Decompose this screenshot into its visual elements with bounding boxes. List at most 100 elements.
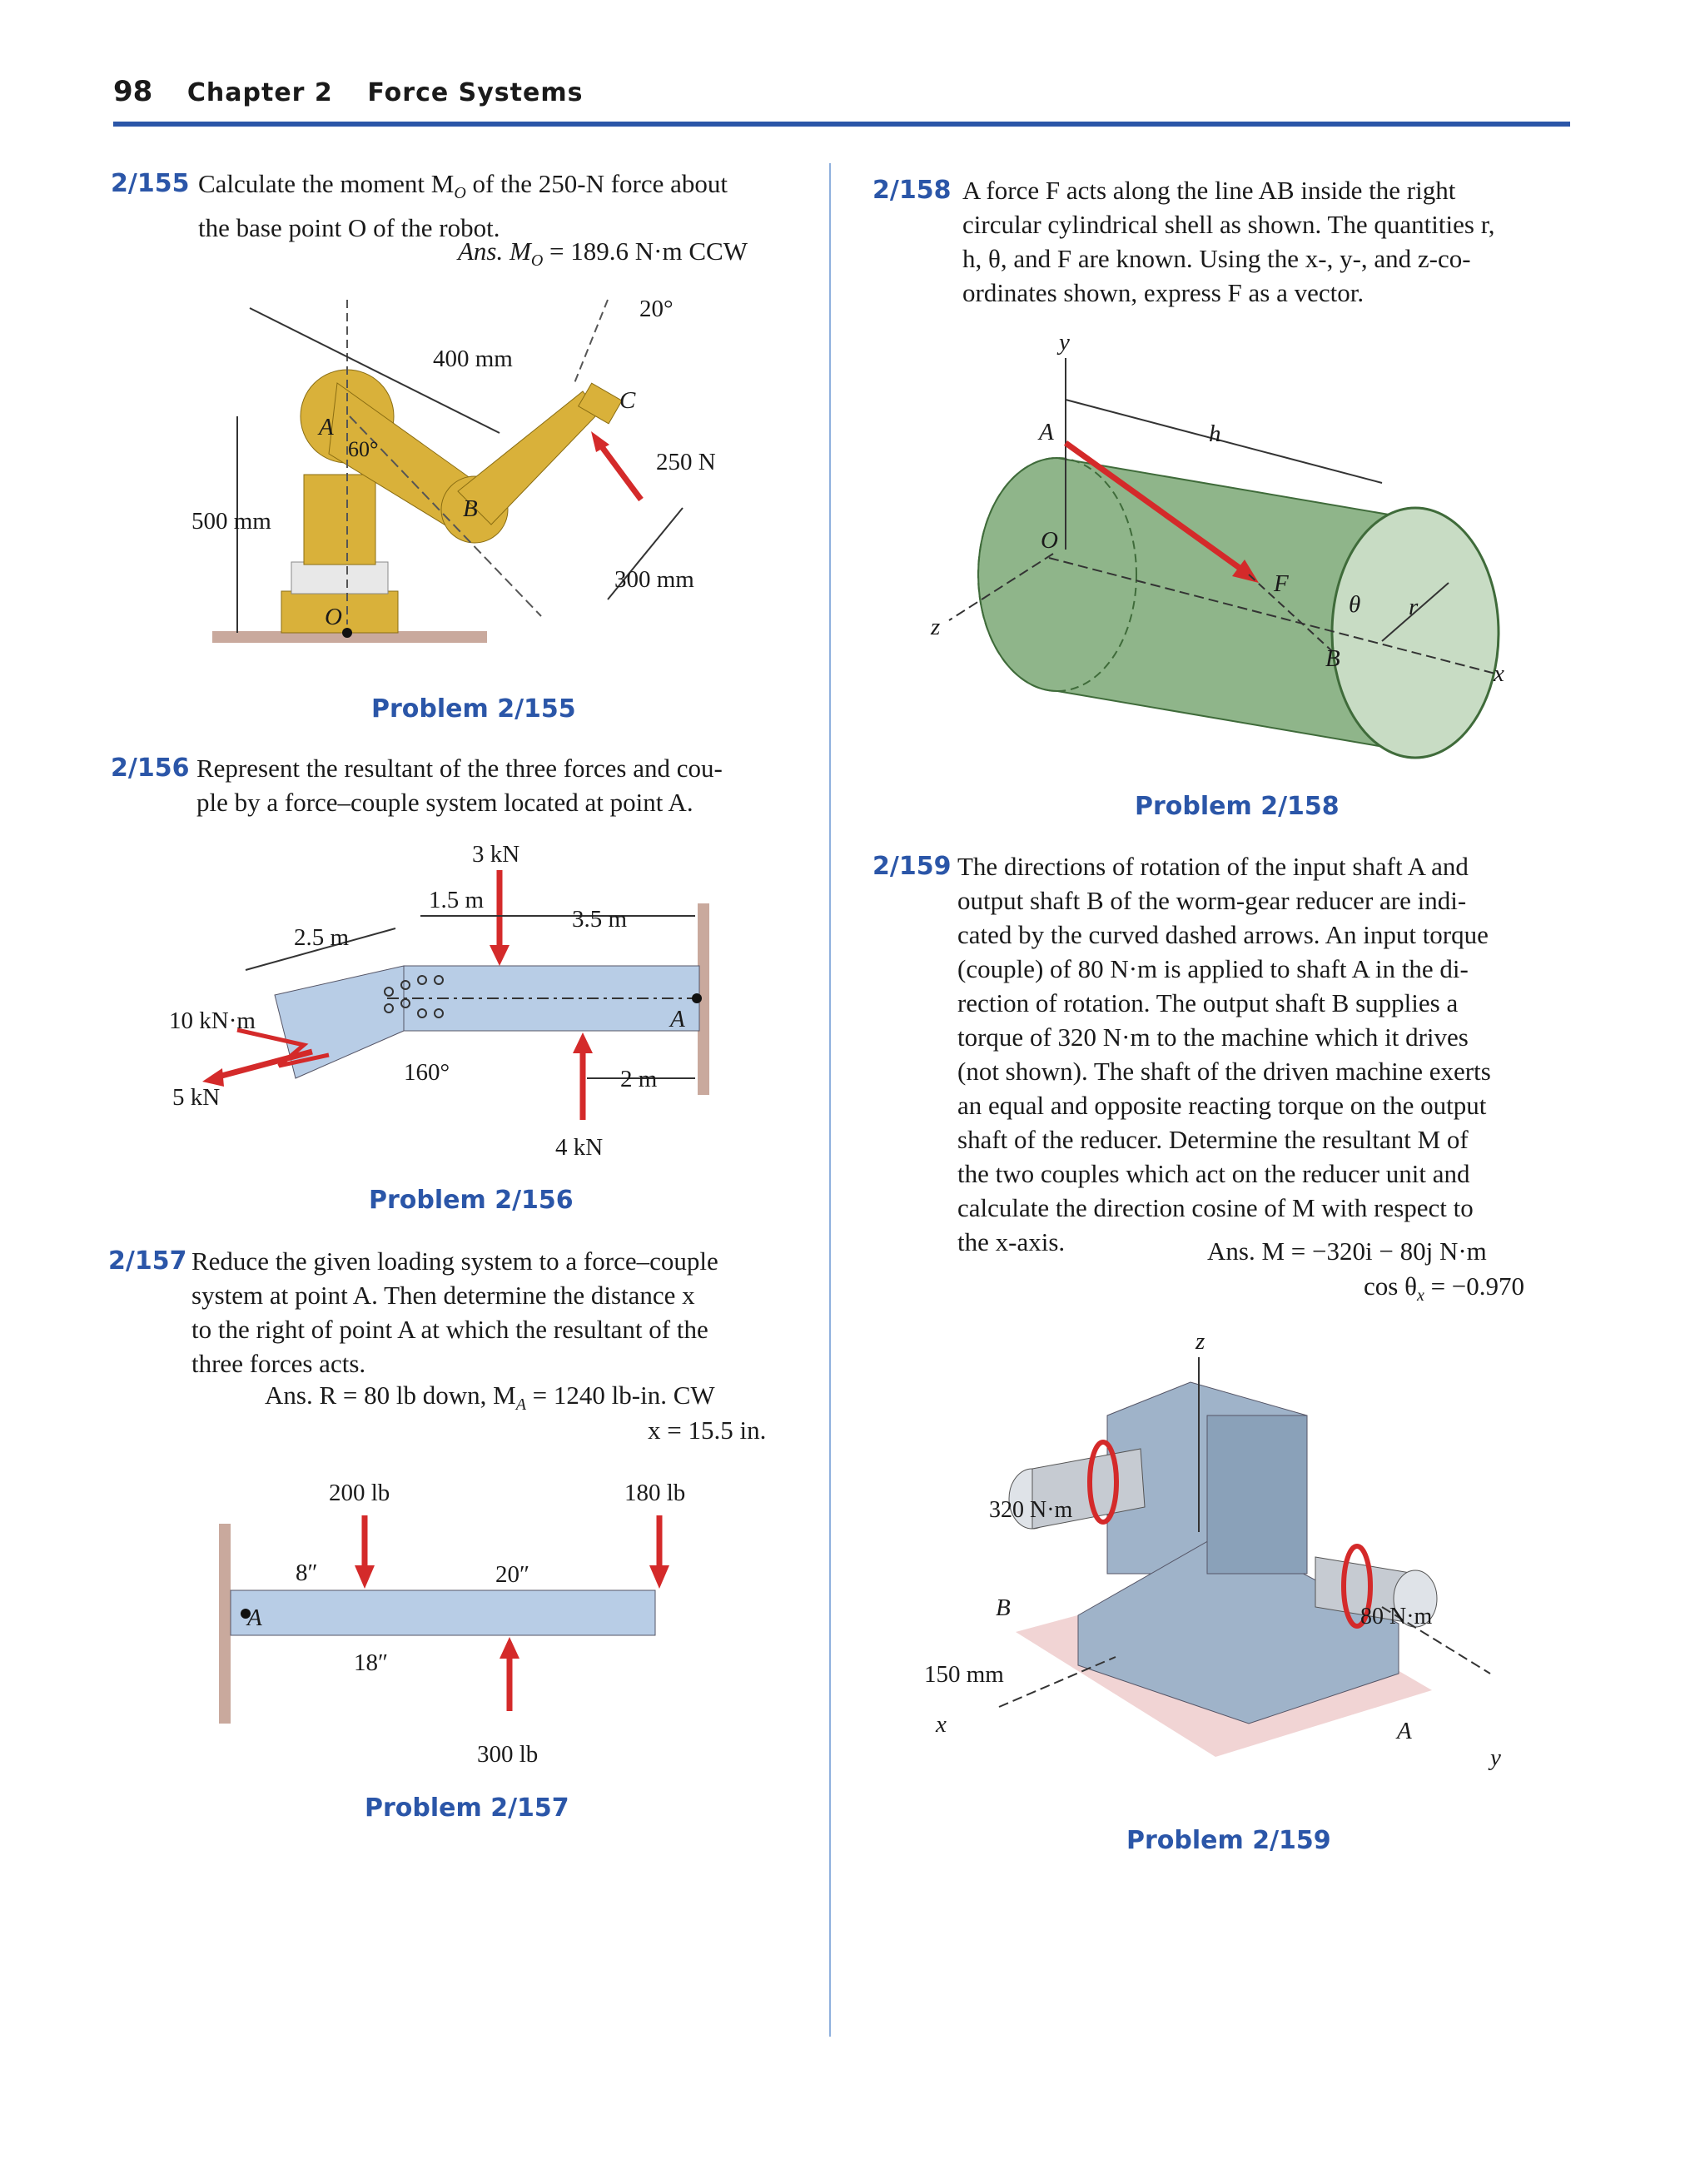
- force-3kn-head: [490, 945, 510, 966]
- problem-text-line: calculate the direction cosine of M with…: [957, 1193, 1474, 1222]
- problem-text-line: shaft of the reducer. Determine the resu…: [957, 1125, 1469, 1154]
- label-8in: 8″: [296, 1560, 318, 1586]
- label-c: C: [619, 387, 636, 414]
- torque-320-arrow: [1087, 1440, 1119, 1525]
- torque-80-arrow: [1341, 1544, 1373, 1629]
- robot-column: [303, 474, 376, 565]
- label-a: A: [1395, 1718, 1412, 1744]
- problem-number: 2/158: [872, 176, 952, 205]
- label-a: A: [317, 414, 334, 440]
- rivets: [384, 975, 444, 1018]
- figure-2-158: y A h O F θ r z B x: [930, 329, 1504, 759]
- problem-text-line: circular cylindrical shell as shown. The…: [962, 210, 1495, 239]
- problem-text-line: ple by a force–couple system located at …: [196, 788, 693, 817]
- label-400mm: 400 mm: [433, 346, 513, 372]
- problem-text-line: to the right of point A at which the res…: [191, 1315, 708, 1344]
- answer-2-157-line1: Ans. R = 80 lb down, MA = 1240 lb-in. CW: [265, 1381, 715, 1415]
- label-160deg: 160°: [404, 1059, 450, 1086]
- label-500mm: 500 mm: [191, 508, 271, 535]
- force-arrow-250n: [595, 439, 644, 502]
- problem-text-line: three forces acts.: [191, 1349, 366, 1378]
- wall: [698, 903, 709, 1095]
- dim-400mm: [249, 307, 500, 434]
- label-3-5m: 3.5 m: [572, 906, 628, 933]
- problem-text-line: the two couples which act on the reducer…: [957, 1159, 1470, 1188]
- figure-2-157: 200 lb 180 lb 8″ 20″ A 18″ 300 lb: [219, 1480, 685, 1768]
- figure-2-155: 400 mm 20° C A 60° 250 N B 500 mm 300 mm…: [191, 296, 716, 643]
- label-theta: θ: [1349, 591, 1360, 618]
- label-o: O: [1041, 527, 1058, 554]
- line-ab: [1248, 574, 1333, 652]
- point-a-dot: [692, 993, 702, 1003]
- problem-number: 2/156: [111, 754, 190, 783]
- robot-base: [281, 590, 399, 634]
- caption-2-157: Problem 2/157: [365, 1793, 569, 1823]
- robot-collar: [291, 561, 389, 595]
- problem-text-line: Calculate the moment MO of the 250-N for…: [198, 169, 728, 203]
- line-20deg: [574, 299, 609, 384]
- answer-2-159-line1: Ans. M = −320i − 80j N·m: [1207, 1236, 1487, 1266]
- construction-line: [349, 415, 542, 617]
- problem-text-line: h, θ, and F are known. Using the x-, y-,…: [962, 244, 1471, 273]
- force-180lb-head: [649, 1565, 669, 1589]
- force-300lb-head: [500, 1637, 519, 1659]
- label-a: A: [1037, 419, 1054, 445]
- problem-text-line: the base point O of the robot.: [198, 213, 500, 243]
- forearm: [457, 391, 600, 525]
- couple-10knm: [236, 1027, 330, 1068]
- problem-text-line: the x-axis.: [957, 1227, 1066, 1256]
- label-1-5m: 1.5 m: [429, 887, 485, 913]
- cylinder-near-end: [977, 457, 1137, 692]
- label-b: B: [463, 495, 478, 522]
- label-200lb: 200 lb: [329, 1480, 390, 1506]
- problem-text-line: A force F acts along the line AB inside …: [962, 176, 1456, 205]
- force-5kn: [211, 1048, 313, 1082]
- force-f: [1063, 440, 1251, 577]
- label-2m: 2 m: [620, 1066, 658, 1092]
- point-o-dot: [342, 628, 352, 638]
- radius-r: [1381, 582, 1449, 642]
- label-3kn: 3 kN: [472, 841, 519, 868]
- label-320nm: 320 N·m: [989, 1497, 1073, 1523]
- label-y: y: [1488, 1744, 1501, 1771]
- label-o: O: [325, 604, 342, 630]
- caption-2-159: Problem 2/159: [1126, 1826, 1331, 1855]
- problem-number: 2/157: [108, 1246, 187, 1276]
- chapter-label: Chapter 2: [186, 78, 333, 107]
- header-rule: [113, 122, 1570, 127]
- label-250n: 250 N: [656, 449, 716, 475]
- problem-text-line: (couple) of 80 N·m is applied to shaft A…: [957, 954, 1469, 983]
- force-5kn-head: [202, 1068, 224, 1087]
- label-z: z: [930, 614, 940, 640]
- problem-text-line: The directions of rotation of the input …: [957, 852, 1469, 881]
- y-axis: [1381, 1606, 1491, 1674]
- label-a: A: [246, 1604, 262, 1631]
- label-180lb: 180 lb: [624, 1480, 685, 1506]
- column-divider: [829, 163, 831, 2037]
- label-5kn: 5 kN: [172, 1084, 220, 1111]
- problem-text-line: Reduce the given loading system to a for…: [191, 1246, 718, 1276]
- label-h: h: [1209, 420, 1221, 447]
- problem-text-line: (not shown). The shaft of the driven mac…: [957, 1057, 1491, 1086]
- running-header: 98 Chapter 2 Force Systems: [113, 75, 583, 108]
- answer-2-159-line2: cos θx = −0.970: [1364, 1271, 1525, 1306]
- problem-text-line: an equal and opposite reacting torque on…: [957, 1091, 1487, 1120]
- end-effector: [577, 382, 623, 425]
- beam: [230, 1589, 656, 1636]
- label-80nm: 80 N·m: [1360, 1604, 1433, 1629]
- page-number: 98: [113, 75, 153, 108]
- label-a: A: [669, 1006, 685, 1032]
- label-x: x: [1493, 660, 1504, 687]
- label-y: y: [1056, 329, 1070, 356]
- dim-300mm: [607, 507, 683, 600]
- z-axis: [948, 553, 1054, 621]
- housing-side: [1206, 1415, 1308, 1575]
- problem-text-line: system at point A. Then determine the di…: [191, 1281, 695, 1310]
- label-300lb: 300 lb: [477, 1741, 538, 1768]
- figure-2-159: z 320 N·m B 80 N·m 150 mm x A y: [924, 1328, 1501, 1771]
- label-f: F: [1273, 570, 1289, 597]
- force-200lb-head: [355, 1565, 375, 1589]
- caption-2-158: Problem 2/158: [1135, 792, 1340, 821]
- problem-text-line: Represent the resultant of the three for…: [196, 754, 723, 783]
- label-x: x: [935, 1711, 947, 1738]
